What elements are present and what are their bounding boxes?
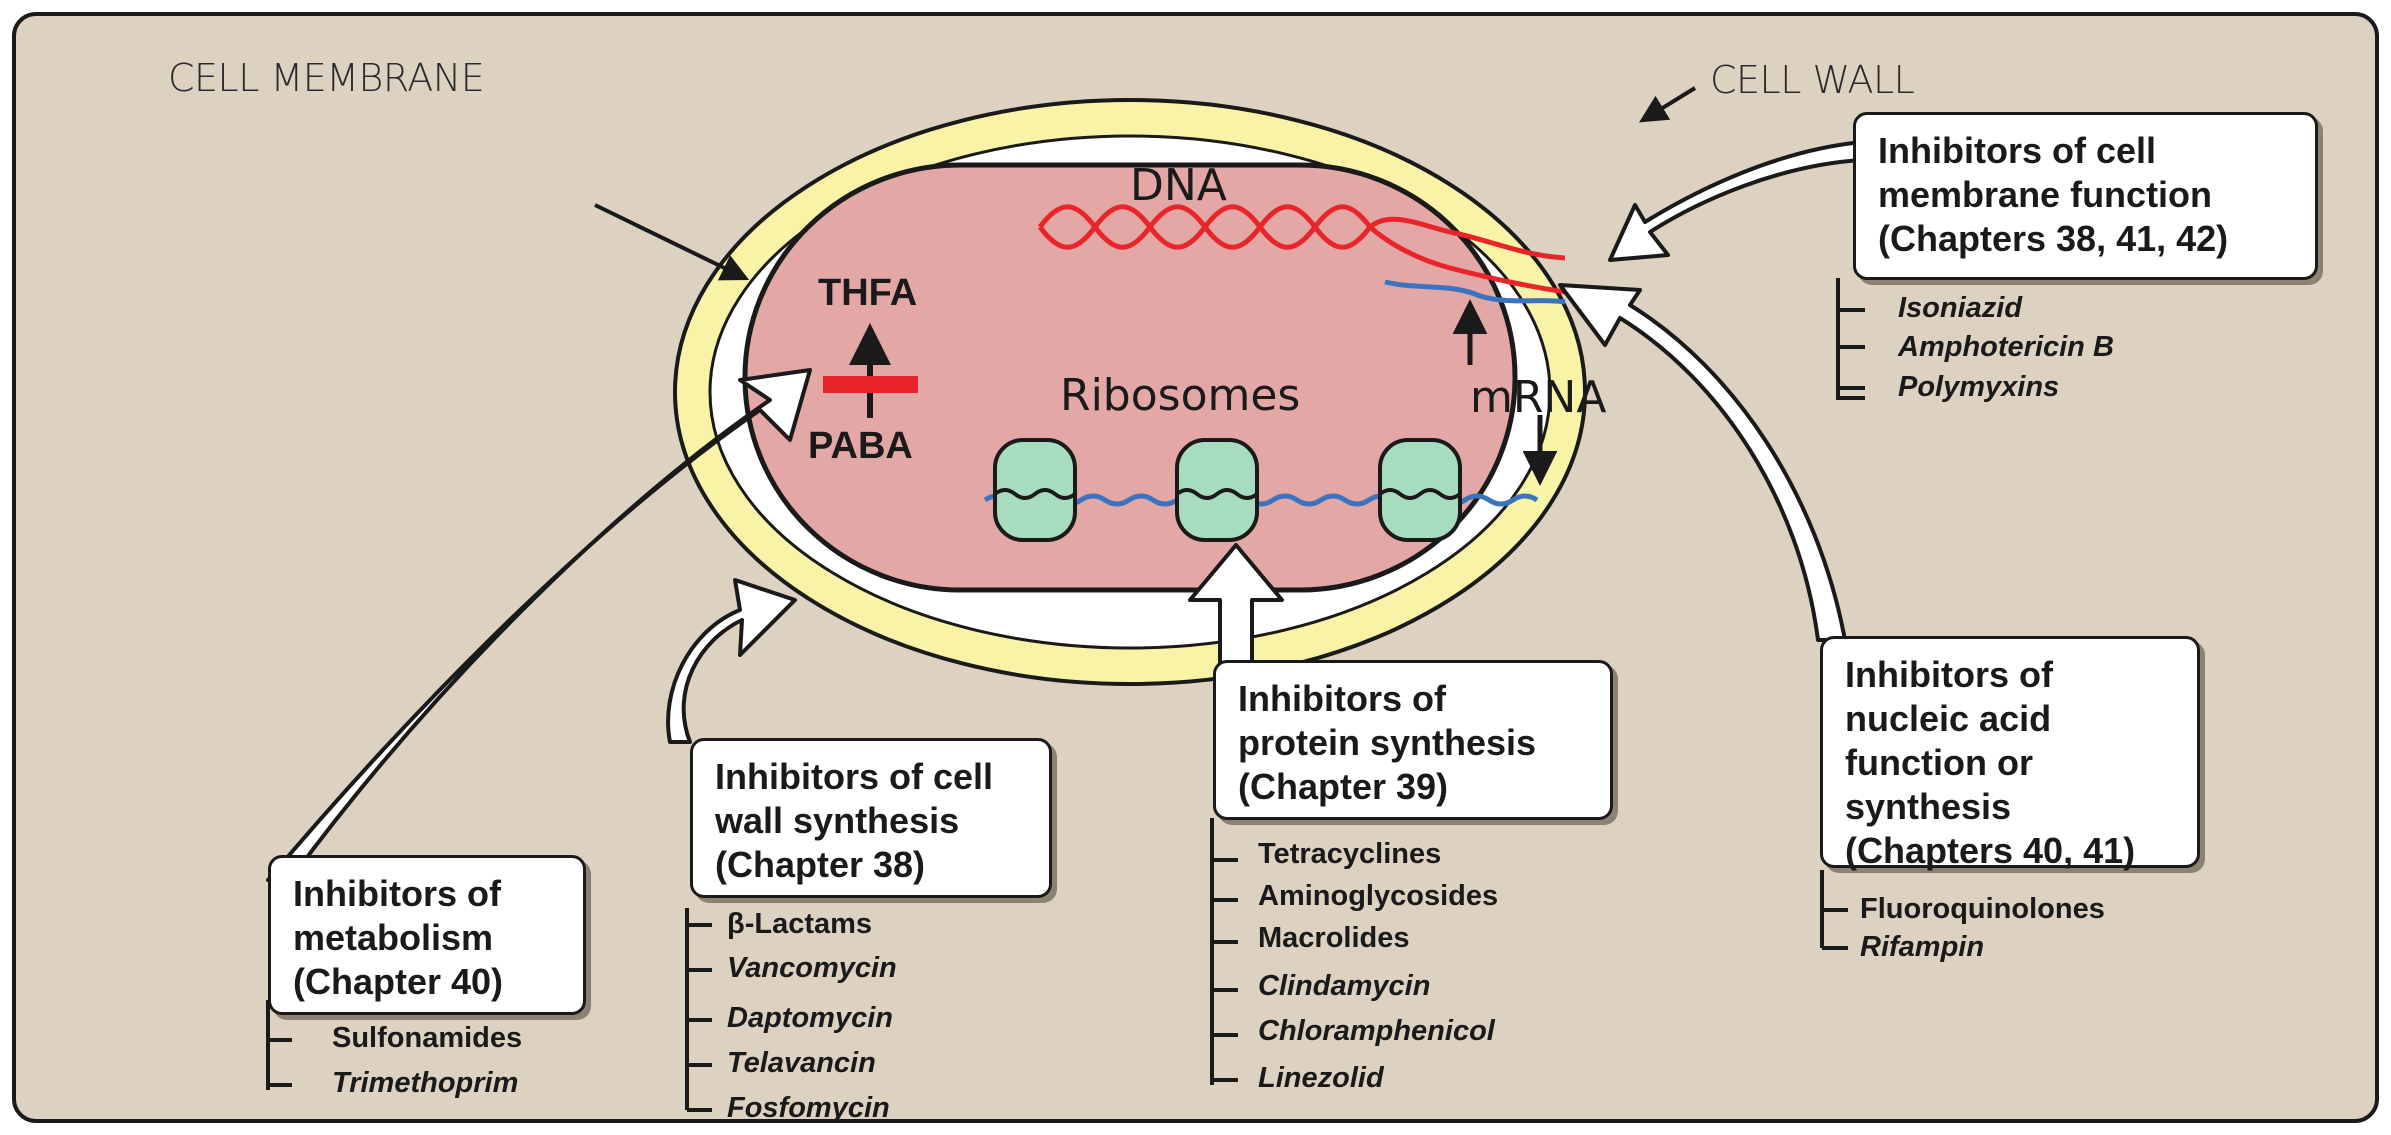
paba-label: PABA [808,425,913,468]
box-line: (Chapter 38) [715,843,1027,887]
ribosome-2 [1177,440,1257,540]
drug-daptomycin: Daptomycin [727,1002,893,1035]
box-line: Inhibitors of [1238,677,1588,721]
cell-wall-synthesis-box: Inhibitors of cell wall synthesis (Chapt… [690,738,1052,898]
drug-telavancin: Telavancin [727,1047,876,1080]
drug-sulfonamides: Sulfonamides [332,1022,522,1055]
drug-fosfomycin: Fosfomycin [727,1092,890,1125]
mrna-label: mRNA [1470,372,1606,423]
box-line: function or [1845,741,2175,785]
box-line: wall synthesis [715,799,1027,843]
box-line: Inhibitors of [1845,653,2175,697]
box-line: (Chapter 40) [293,960,561,1004]
box-line: metabolism [293,916,561,960]
pathway-block-bar [823,376,918,393]
box-line: nucleic acid [1845,697,2175,741]
nucleic-acid-box: Inhibitors of nucleic acid function or s… [1820,636,2200,868]
dna-label: DNA [1130,160,1227,211]
box-line: protein synthesis [1238,721,1588,765]
protein-synthesis-box: Inhibitors of protein synthesis (Chapter… [1213,660,1613,820]
ribosomes-label: Ribosomes [1060,370,1300,421]
drug-clindamycin: Clindamycin [1258,970,1430,1003]
box-line: (Chapters 38, 41, 42) [1878,217,2293,261]
drug-polymyxins: Polymyxins [1898,371,2059,404]
cell-wall-label: CELL WALL [1710,58,1914,102]
box-line: (Chapters 40, 41) [1845,829,2175,873]
ribosome-1 [995,440,1075,540]
membrane-function-box: Inhibitors of cell membrane function (Ch… [1853,112,2318,280]
drug-tetracyclines: Tetracyclines [1258,838,1441,871]
drug-chloramphenicol: Chloramphenicol [1258,1015,1495,1048]
drug-isoniazid: Isoniazid [1898,292,2022,325]
drug-macrolides: Macrolides [1258,922,1410,955]
ribosome-3 [1380,440,1460,540]
box-line: Inhibitors of cell [715,755,1027,799]
thfa-label: THFA [818,272,917,315]
drug-amphotericin-b: Amphotericin B [1898,331,2114,364]
box-line: (Chapter 39) [1238,765,1588,809]
drug-vancomycin: Vancomycin [727,952,897,985]
box-line: synthesis [1845,785,2175,829]
drug-fluoroquinolones: Fluoroquinolones [1860,893,2105,926]
drug-trimethoprim: Trimethoprim [332,1067,518,1100]
box-line: Inhibitors of cell [1878,129,2293,173]
drug-aminoglycosides: Aminoglycosides [1258,880,1498,913]
drug-rifampin: Rifampin [1860,931,1984,964]
drug-beta-lactams: β-Lactams [727,908,872,941]
metabolism-box: Inhibitors of metabolism (Chapter 40) [268,855,586,1015]
box-line: Inhibitors of [293,872,561,916]
drug-linezolid: Linezolid [1258,1062,1384,1095]
cell-membrane-label: CELL MEMBRANE [168,56,484,100]
box-line: membrane function [1878,173,2293,217]
